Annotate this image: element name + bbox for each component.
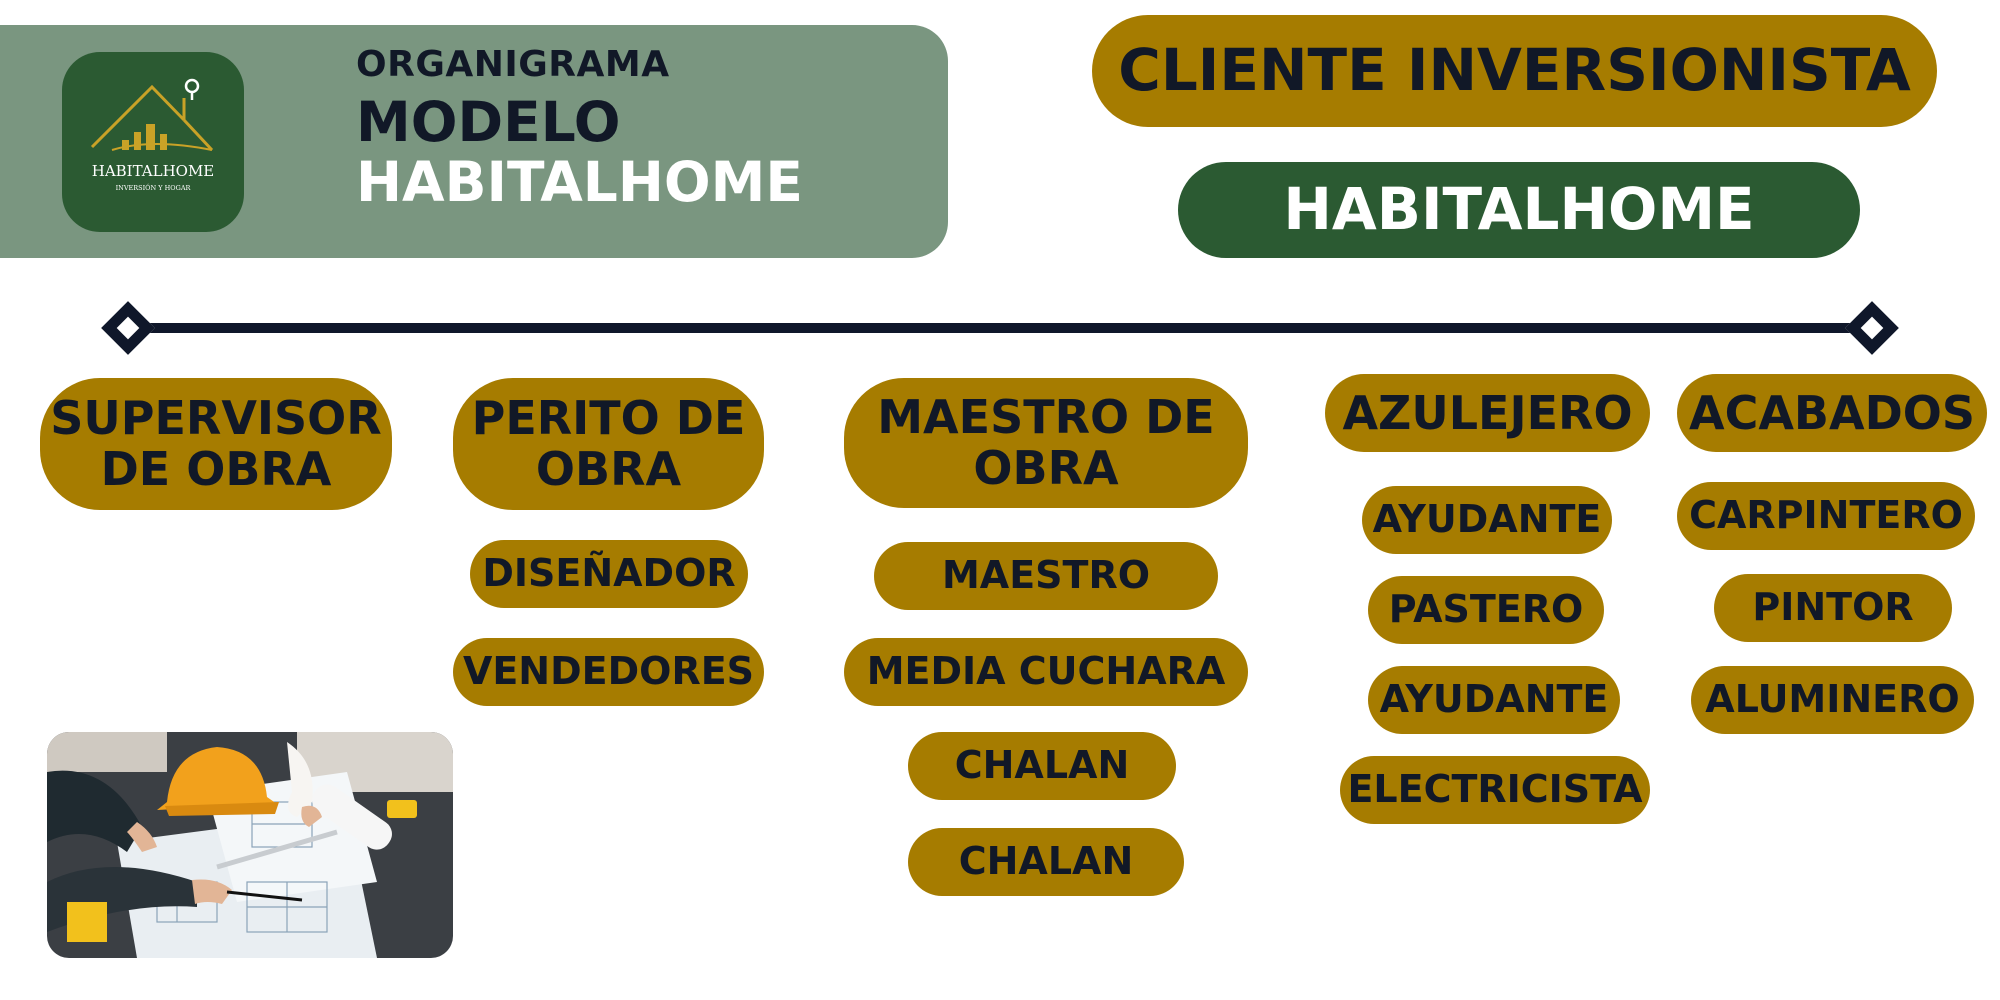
node-perito-de-obra: PERITO DE OBRA <box>453 378 764 510</box>
supervisor-line1: SUPERVISOR <box>50 391 382 446</box>
header-kicker: ORGANIGRAMA <box>356 44 670 85</box>
node-chalan-2: CHALAN <box>908 828 1184 896</box>
header-title-line1: MODELO <box>356 90 621 154</box>
connector-right-diamond <box>1845 301 1899 355</box>
node-pintor: PINTOR <box>1714 574 1952 642</box>
node-supervisor-de-obra: SUPERVISOR DE OBRA <box>40 378 392 510</box>
node-carpintero: CARPINTERO <box>1677 482 1975 550</box>
node-company: HABITALHOME <box>1178 162 1860 258</box>
node-disenador: DISEÑADOR <box>470 540 748 608</box>
node-ayudante-2: AYUDANTE <box>1368 666 1620 734</box>
construction-plans-photo-icon <box>47 732 453 958</box>
logo-brand-name: HABITALHOME <box>92 162 215 180</box>
node-vendedores: VENDEDORES <box>453 638 764 706</box>
supervisor-line2: DE OBRA <box>100 442 332 496</box>
node-media-cuchara: MEDIA CUCHARA <box>844 638 1248 706</box>
node-maestro: MAESTRO <box>874 542 1218 610</box>
perito-line2: OBRA <box>535 442 682 496</box>
maestro-line2: OBRA <box>973 441 1119 495</box>
company-logo: HABITALHOME INVERSIÓN Y HOGAR <box>62 52 244 232</box>
node-aluminero: ALUMINERO <box>1691 666 1974 734</box>
perito-line1: PERITO DE <box>471 391 746 446</box>
node-ayudante-1: AYUDANTE <box>1362 486 1612 554</box>
node-chalan-1: CHALAN <box>908 732 1176 800</box>
node-acabados: ACABADOS <box>1677 374 1987 452</box>
header-title-line2: HABITALHOME <box>356 150 803 214</box>
house-chart-logo-icon: HABITALHOME INVERSIÓN Y HOGAR <box>90 78 215 192</box>
construction-plans-photo <box>47 732 453 958</box>
connector-left-diamond <box>101 301 155 355</box>
node-client-investor: CLIENTE INVERSIONISTA <box>1092 15 1937 127</box>
node-maestro-de-obra: MAESTRO DE OBRA <box>844 378 1248 508</box>
connector-line <box>125 323 1870 333</box>
logo-tagline: INVERSIÓN Y HOGAR <box>116 183 192 192</box>
node-azulejero: AZULEJERO <box>1325 374 1650 452</box>
maestro-line1: MAESTRO DE <box>877 390 1215 445</box>
node-electricista: ELECTRICISTA <box>1340 756 1650 824</box>
node-pastero: PASTERO <box>1368 576 1604 644</box>
